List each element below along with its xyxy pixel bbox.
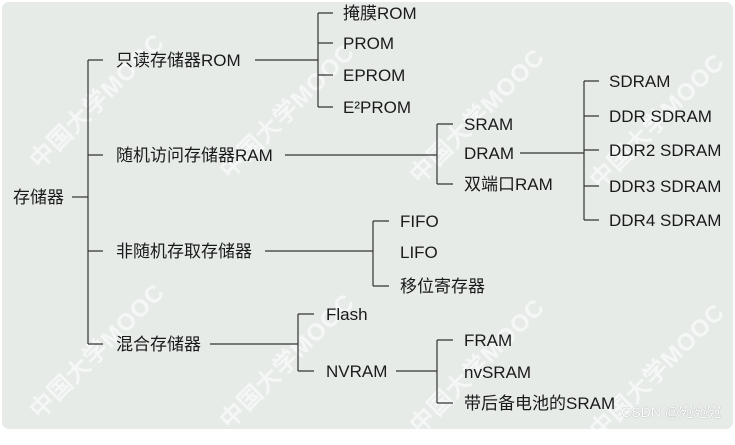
node-rom: 只读存储器ROM <box>116 51 241 70</box>
node-rom-item: 掩膜ROM <box>343 4 417 23</box>
node-rom-item: EPROM <box>343 66 406 85</box>
node-dram-item: DDR4 SDRAM <box>609 211 722 230</box>
node-hybrid: 混合存储器 <box>116 335 201 354</box>
connector-rom-items <box>318 12 333 108</box>
node-nonrandom: 非随机存取存储器 <box>116 242 252 261</box>
node-nvram-item: FRAM <box>464 331 513 350</box>
node-nonrandom-item: LIFO <box>400 243 438 262</box>
node-hybrid-item: NVRAM <box>326 362 388 381</box>
node-nvram-item: 带后备电池的SRAM <box>464 394 616 413</box>
connector-categories <box>88 59 103 345</box>
node-rom-item: E²PROM <box>343 98 411 117</box>
connector-hybrid-items <box>298 313 314 372</box>
connector-ram-items <box>437 123 453 185</box>
node-ram-item: SRAM <box>464 115 514 134</box>
connector-lines <box>72 12 599 404</box>
diagram-background <box>2 2 733 429</box>
node-dram-item: SDRAM <box>609 72 671 91</box>
node-rom-item: PROM <box>343 34 394 53</box>
node-dram-item: DDR3 SDRAM <box>609 177 722 196</box>
node-ram: 随机访问存储器RAM <box>116 146 273 165</box>
credit-watermark: CSDN @宛宛宛 <box>621 404 721 420</box>
node-hybrid-item: Flash <box>326 305 368 324</box>
node-dram-item: DDR2 SDRAM <box>609 141 722 160</box>
node-root: 存储器 <box>13 188 64 207</box>
connector-nvram-items <box>437 339 453 404</box>
node-nonrandom-item: 移位寄存器 <box>400 277 485 296</box>
node-ram-item: DRAM <box>464 144 515 163</box>
connector-nonrandom-items <box>373 220 389 287</box>
memory-classification-diagram: 中国大学MOOC 中国大学MOOC 中国大学MOOC 中国大学MOOC 中国大学… <box>2 2 733 429</box>
node-ram-item: 双端口RAM <box>464 175 553 194</box>
node-nvram-item: nvSRAM <box>464 363 532 382</box>
node-nonrandom-item: FIFO <box>400 212 439 231</box>
node-dram-item: DDR SDRAM <box>609 107 712 126</box>
connector-dram-items <box>584 80 599 221</box>
